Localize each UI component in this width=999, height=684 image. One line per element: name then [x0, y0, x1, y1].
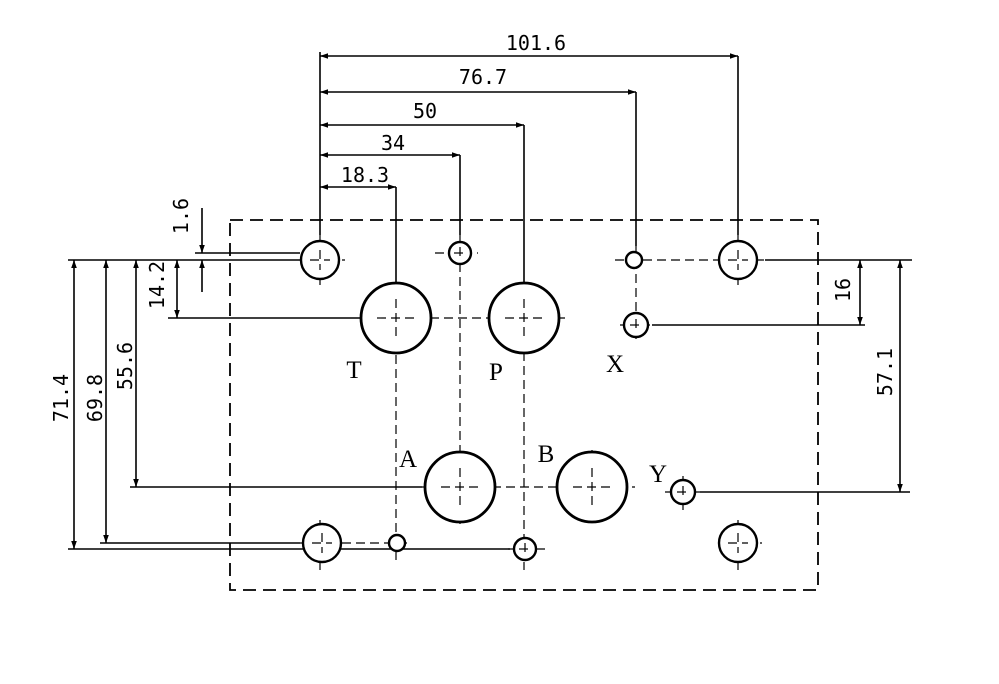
dim-50: 50	[413, 99, 437, 123]
pilot-hole-bottom	[387, 533, 407, 553]
dim-16: 16	[831, 278, 855, 302]
vertical-dimension-lines	[71, 208, 903, 549]
dim-71-4: 71.4	[49, 374, 73, 422]
dim-34: 34	[381, 131, 405, 155]
dim-55-6: 55.6	[113, 342, 137, 390]
horizontal-dimension-lines	[320, 53, 738, 190]
dim-76-7: 76.7	[459, 65, 507, 89]
port-label-b: B	[538, 441, 555, 468]
port-label-p: P	[489, 359, 503, 386]
mounting-hole-bottom-left	[301, 522, 343, 564]
dim-18-3: 18.3	[341, 163, 389, 187]
port-label-x: X	[606, 351, 624, 378]
mounting-hole-bottom-right	[717, 522, 759, 564]
mounting-hole-top-left	[299, 239, 341, 281]
dim-69-8: 69.8	[83, 374, 107, 422]
dim-14-2: 14.2	[145, 261, 169, 309]
dim-1-6: 1.6	[169, 198, 193, 234]
port-label-a: A	[399, 446, 417, 473]
pilot-hole-top	[624, 250, 644, 270]
dim-57-1: 57.1	[873, 348, 897, 396]
interface-outline	[229, 219, 819, 591]
dim-101-6: 101.6	[506, 31, 566, 55]
holes	[299, 239, 759, 564]
mounting-hole-top-right	[717, 239, 759, 281]
port-label-y: Y	[649, 461, 667, 488]
port-label-t: T	[346, 357, 361, 384]
hole-center-marks	[310, 247, 748, 555]
